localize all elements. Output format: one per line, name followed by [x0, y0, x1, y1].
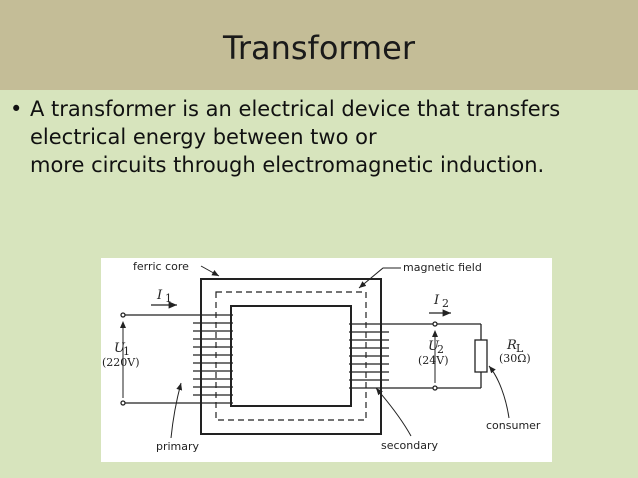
load-value: (30Ω)	[499, 352, 531, 365]
consumer-label: consumer	[486, 419, 541, 432]
secondary-voltage-value: (24V)	[418, 354, 449, 367]
transformer-diagram: ferric core magnetic field primary secon…	[101, 258, 552, 462]
secondary-voltage-sub: 2	[437, 343, 444, 356]
bullet-icon: •	[10, 97, 23, 121]
secondary-winding	[349, 323, 389, 389]
primary-pointer	[170, 382, 183, 439]
bullet-line-3: more circuits through electromagnetic in…	[30, 153, 545, 177]
load-resistor	[474, 339, 488, 373]
secondary-label: secondary	[381, 439, 438, 452]
bullet-line-1: A transformer is an electrical device th…	[30, 97, 561, 121]
primary-current-symbol: I	[156, 288, 163, 303]
transformer-diagram-svg: ferric core magnetic field primary secon…	[102, 260, 541, 453]
ferric-core-label: ferric core	[133, 260, 189, 273]
primary-voltage-symbol: U	[114, 341, 126, 356]
primary-leads	[120, 312, 193, 406]
secondary-pointer	[375, 387, 412, 437]
ferric-core-pointer	[200, 265, 220, 277]
secondary-voltage-arrow	[432, 330, 438, 337]
primary-voltage-sub: 1	[123, 345, 130, 358]
ferric-core-window	[230, 305, 352, 407]
bullet-text: A transformer is an electrical device th…	[30, 95, 625, 179]
title-bar	[0, 0, 638, 90]
bullet-point: • A transformer is an electrical device …	[10, 95, 625, 179]
secondary-circuit	[389, 321, 488, 391]
primary-label: primary	[156, 440, 200, 453]
primary-current-sub: 1	[165, 292, 172, 305]
primary-voltage-value: (220V)	[102, 356, 140, 369]
secondary-current-sub: 2	[442, 297, 449, 310]
secondary-voltage-symbol: U	[428, 339, 440, 354]
magnetic-field-line	[215, 291, 367, 421]
slide-title: Transformer	[222, 29, 415, 67]
load-sub: L	[516, 342, 524, 355]
primary-voltage-arrow	[120, 321, 126, 328]
bullet-line-2: electrical energy between two or	[30, 125, 377, 149]
consumer-pointer	[488, 365, 510, 419]
load-symbol: R	[506, 338, 517, 353]
secondary-current-symbol: I	[433, 293, 440, 308]
magnetic-field-label: magnetic field	[403, 261, 482, 274]
magnetic-field-pointer	[358, 267, 401, 289]
primary-winding	[193, 314, 233, 404]
